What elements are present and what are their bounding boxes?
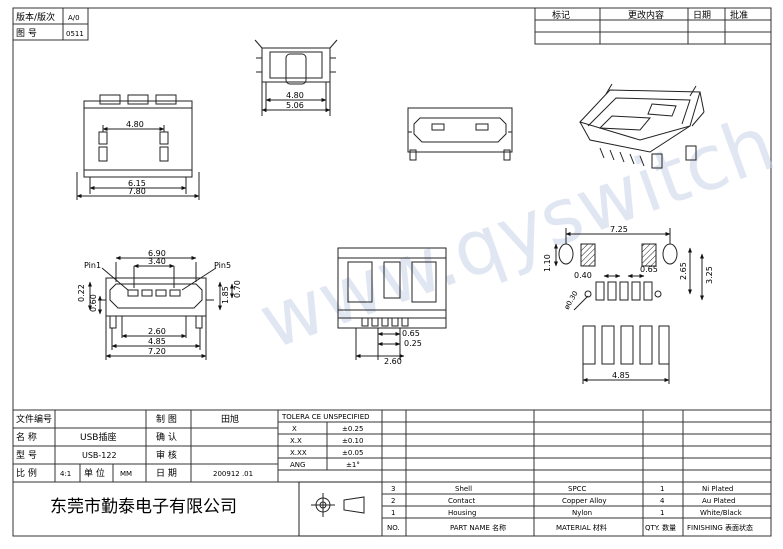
dim-bottom-6.15: 6.15 — [128, 179, 146, 188]
dim-fp-0.65: 0.65 — [640, 265, 658, 274]
model-value: USB-122 — [82, 451, 117, 460]
dim-side-0.25: 0.25 — [404, 339, 422, 348]
tol-val-3: ±1° — [346, 461, 360, 469]
bom-no-0: 3 — [391, 485, 395, 493]
ratio-value: 4:1 — [60, 470, 71, 478]
tolerance-table — [277, 409, 383, 471]
bom-part-2: Housing — [448, 509, 476, 517]
dim-front-6.90: 6.90 — [148, 249, 166, 258]
confirm-label: 确 认 — [156, 431, 177, 443]
tol-val-1: ±0.10 — [342, 437, 363, 445]
bom-finish-1: Au Plated — [702, 497, 735, 505]
dim-bottom-7.80: 7.80 — [128, 187, 146, 196]
bom-part-1: Contact — [448, 497, 475, 505]
file-no-label: 文件编号 — [16, 413, 52, 425]
tol-val-2: ±0.05 — [342, 449, 363, 457]
bom-footer-part: PART NAME 名称 — [450, 523, 506, 532]
review-label: 审 核 — [156, 449, 177, 461]
rev-header-content: 更改内容 — [628, 9, 664, 21]
label-pin5: Pin5 — [214, 261, 231, 270]
tol-val-0: ±0.25 — [342, 425, 363, 433]
rev-header-mark: 标记 — [552, 9, 570, 21]
bom-part-0: Shell — [455, 485, 472, 493]
date-value: 200912 .01 — [213, 470, 253, 478]
isometric-view — [579, 83, 705, 169]
name-label: 名 称 — [16, 431, 37, 443]
bom-no-2: 1 — [391, 509, 395, 517]
dim-fp-4.85: 4.85 — [612, 371, 630, 380]
drawing-no-value: 0511 — [66, 30, 84, 38]
bom-footer-finish: FINISHING 表面状态 — [687, 523, 753, 532]
label-pin1: Pin1 — [84, 261, 101, 270]
dim-fp-0.40: 0.40 — [574, 271, 592, 280]
bom-qty-2: 1 — [660, 509, 664, 517]
bottom-view — [76, 94, 200, 200]
version-value: A/0 — [68, 14, 80, 22]
empty-grid — [381, 409, 772, 483]
bom-material-1: Copper Alloy — [562, 497, 607, 505]
drawing-no-label: 图 号 — [16, 28, 37, 39]
bom-footer-no: NO. — [387, 524, 400, 532]
front-dimensioned-view — [88, 256, 234, 360]
tol-key-0: X — [292, 425, 297, 433]
tolerance-header: TOLERA CE UNSPECIFIED — [281, 413, 370, 421]
dim-front-7.20: 7.20 — [148, 347, 166, 356]
rev-header-date: 日期 — [693, 10, 711, 21]
bom-qty-0: 1 — [660, 485, 664, 493]
bom-finish-0: Ni Plated — [702, 485, 733, 493]
company-name: 东莞市勤泰电子有限公司 — [50, 497, 237, 517]
dim-fp-1.10: 1.10 — [543, 254, 552, 272]
dim-top-5.06: 5.06 — [286, 101, 304, 110]
tol-key-1: X.X — [290, 437, 302, 445]
draw-label: 制 图 — [156, 413, 177, 425]
version-label: 版本/版次 — [16, 11, 55, 23]
bom-table — [381, 481, 772, 537]
tol-key-2: X.XX — [290, 449, 307, 457]
projection-symbol — [298, 481, 383, 537]
dim-front-2.60: 2.60 — [148, 327, 166, 336]
unit-label: 单 位 — [84, 467, 105, 479]
dim-top-4.80: 4.80 — [286, 91, 304, 100]
bom-finish-2: White/Black — [700, 509, 743, 517]
dim-front-0.22: 0.22 — [77, 284, 86, 302]
dim-side-2.60: 2.60 — [384, 357, 402, 366]
title-block-top-left: 版本/版次 A/0 图 号 0511 — [12, 7, 89, 41]
top-view — [254, 39, 338, 116]
bom-no-1: 2 — [391, 497, 395, 505]
bom-material-2: Nylon — [572, 509, 592, 517]
dim-fp-7.25: 7.25 — [610, 225, 628, 234]
draw-value: 田旭 — [221, 413, 239, 425]
unit-value: MM — [120, 470, 132, 478]
dim-bottom-4.80: 4.80 — [126, 120, 144, 129]
date-label: 日 期 — [156, 468, 177, 479]
side-view — [337, 247, 447, 360]
dim-side-0.65: 0.65 — [402, 329, 420, 338]
front-view — [407, 107, 513, 161]
dim-fp-dia0.30: ø0.30 — [563, 290, 580, 311]
tol-key-3: ANG — [290, 461, 305, 469]
model-label: 型 号 — [16, 450, 37, 461]
dim-front-4.85: 4.85 — [148, 337, 166, 346]
rev-header-approve: 批准 — [730, 9, 748, 21]
bom-qty-1: 4 — [660, 497, 665, 505]
pcb-footprint — [554, 228, 704, 384]
dim-fp-2.65: 2.65 — [679, 262, 688, 280]
dim-front-0.60: 0.60 — [89, 294, 98, 312]
dim-fp-3.25: 3.25 — [705, 266, 714, 284]
name-value: USB插座 — [80, 431, 116, 443]
bom-footer-material: MATERIAL 材料 — [556, 523, 607, 532]
dim-front-3.40: 3.40 — [148, 257, 166, 266]
ratio-label: 比 例 — [16, 467, 37, 479]
watermark-text: www.qyswitch.com — [248, 35, 783, 367]
dim-front-1.85: 1.85 — [221, 286, 230, 304]
dim-front-0.70: 0.70 — [233, 280, 242, 298]
bom-footer-qty: QTY. 数量 — [645, 523, 676, 532]
bom-material-0: SPCC — [568, 485, 587, 493]
revision-table: 标记 更改内容 日期 批准 — [534, 7, 772, 45]
